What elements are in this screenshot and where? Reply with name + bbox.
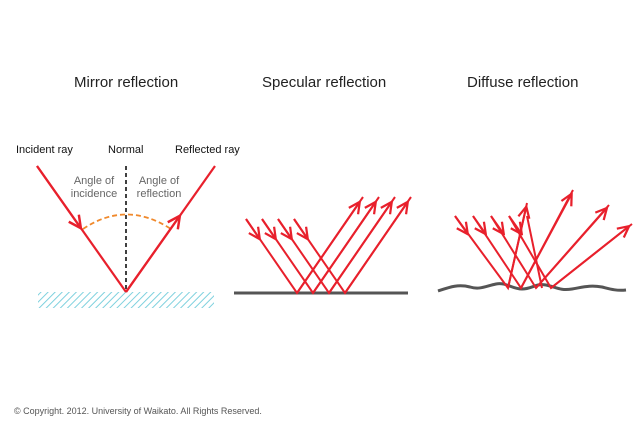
normal-label: Normal [108,144,144,156]
angle-incidence-line-1: Angle of [73,175,115,187]
angle-of-reflection-label: Angle of reflection [133,175,185,201]
specular-in-arrow-4 [293,218,307,238]
copyright-notice: © Copyright. 2012. University of Waikato… [14,406,262,416]
diffuse-in-arrow-3 [490,215,503,233]
angle-reflection-line-1: Angle of [138,175,180,187]
specular-reflection-title: Specular reflection [262,74,387,91]
diffuse-in-arrow-4 [508,215,521,233]
rough-surface [437,282,627,293]
specular-in-arrow-3 [277,218,291,238]
diffuse-in-arrow-1 [454,215,467,233]
specular-out-arrow-3 [328,203,391,294]
mirror-reflection-title: Mirror reflection [74,74,179,91]
diffuse-out-arrow-1 [507,208,526,289]
diffuse-in-arrow-2 [472,215,485,233]
specular-in-arrow-1 [245,218,259,238]
diffuse-out-arrow-2 [520,195,571,289]
angle-incidence-line-2: incidence [70,188,118,200]
specular-out-arrow-4 [344,203,407,294]
specular-out-arrow-1 [296,203,359,294]
angle-of-incidence-label: Angle of incidence [68,175,120,201]
diffuse-ray-5 [526,215,543,289]
incident-ray-arrow [36,165,80,227]
specular-in-arrow-2 [261,218,275,238]
diffuse-panel [437,189,633,293]
angle-arc [82,213,172,230]
mirror-surface [38,292,214,308]
angle-reflection-line-2: reflection [136,188,182,200]
specular-out-arrow-2 [312,203,375,294]
reflected-ray-label: Reflected ray [175,144,240,156]
reflected-ray-arrow [125,217,179,293]
incident-ray-label: Incident ray [16,144,73,156]
mirror-panel [36,165,216,308]
diffuse-out-arrow-3 [535,209,606,289]
diffuse-reflection-title: Diffuse reflection [467,74,579,91]
diffuse-out-arrow-4 [550,227,628,289]
diffuse-ray-1 [454,202,528,291]
specular-panel [234,196,412,295]
